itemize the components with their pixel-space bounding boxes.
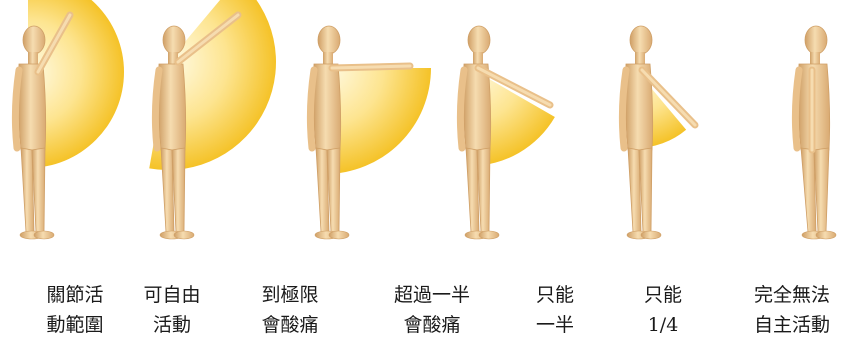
caption-line: 可自由	[112, 280, 232, 310]
caption-line: 超過一半	[372, 280, 492, 310]
range-of-motion-illustration	[0, 0, 862, 260]
caption-line: 會酸痛	[372, 310, 492, 340]
caption-line: 活動	[112, 310, 232, 340]
caption-line: 自主活動	[732, 310, 852, 340]
caption-line: 完全無法	[732, 280, 852, 310]
figure-caption: 完全無法自主活動	[732, 280, 852, 340]
figure-caption: 只能一半	[495, 280, 615, 340]
figure-caption: 到極限會酸痛	[230, 280, 350, 340]
human-figure	[795, 26, 836, 239]
caption-line: 1/4	[603, 310, 723, 340]
caption-line: 一半	[495, 310, 615, 340]
caption-line: 只能	[603, 280, 723, 310]
caption-line: 到極限	[230, 280, 350, 310]
caption-line: 會酸痛	[230, 310, 350, 340]
figure-caption: 超過一半會酸痛	[372, 280, 492, 340]
figure-caption: 可自由活動	[112, 280, 232, 340]
caption-line: 只能	[495, 280, 615, 310]
